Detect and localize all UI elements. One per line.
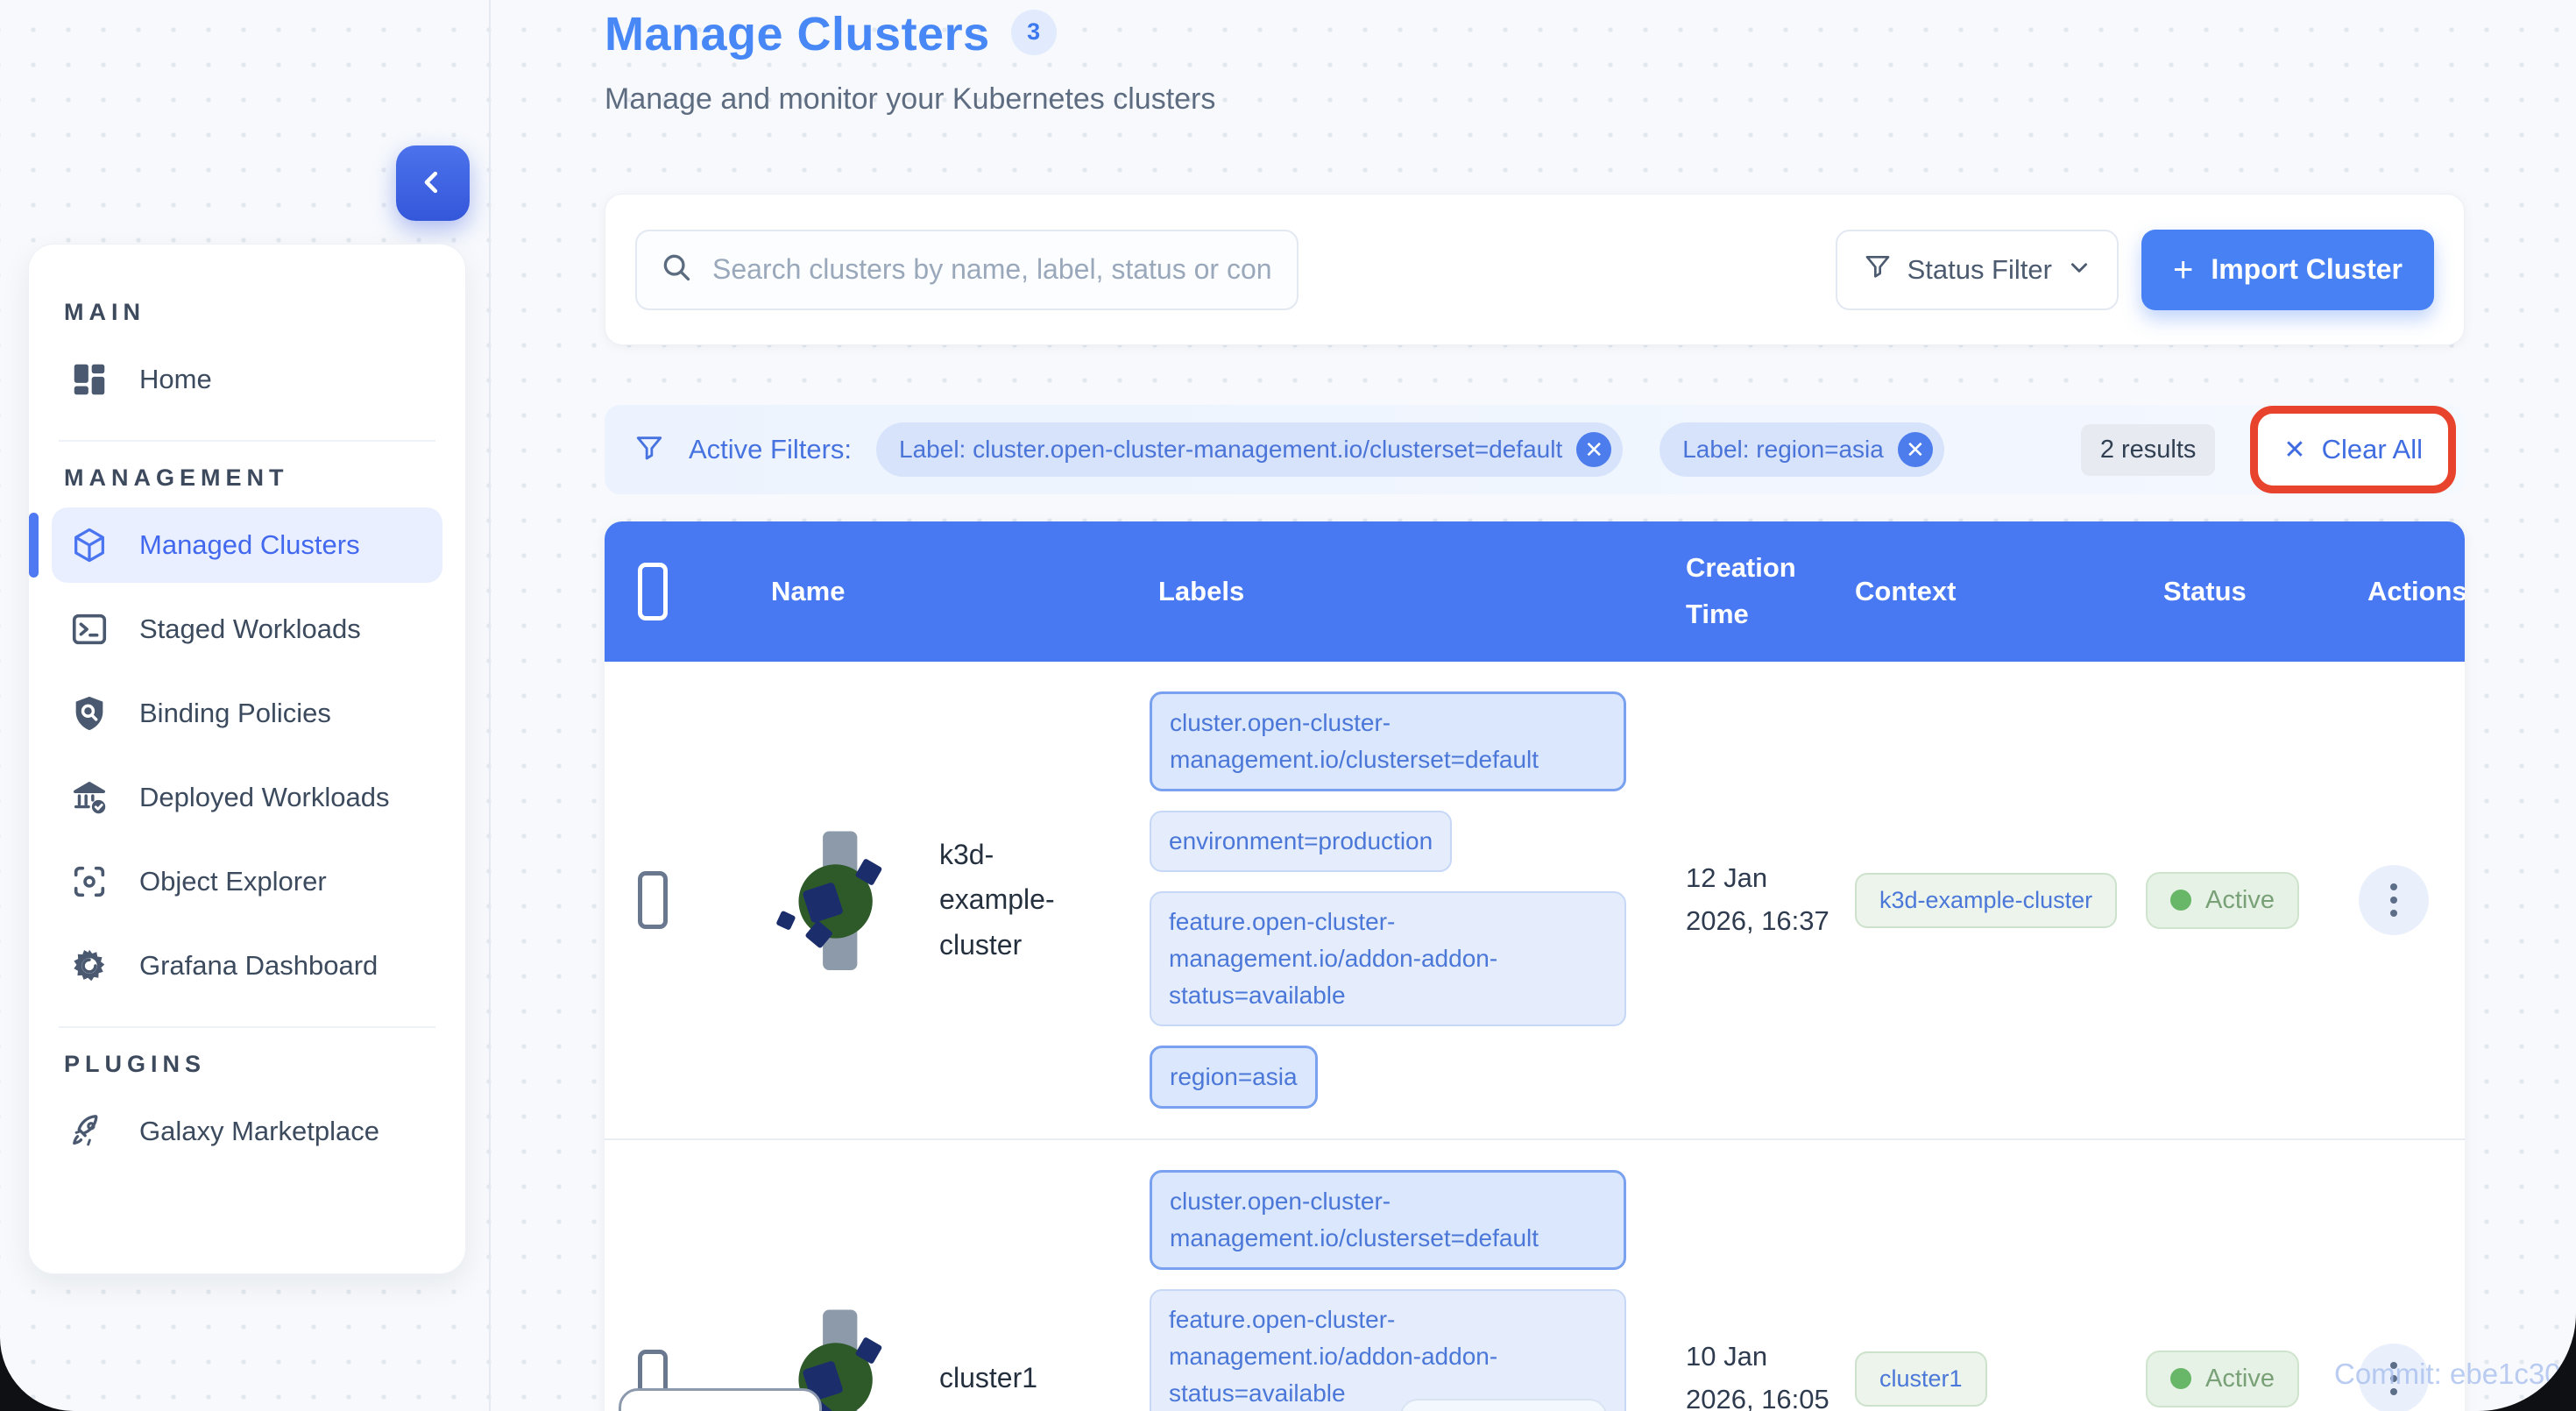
status-badge: Active <box>2146 1350 2299 1407</box>
cluster-count-badge: 3 <box>1010 9 1057 55</box>
sidebar-section-management: MANAGEMENT <box>64 464 289 491</box>
table-header-row: Name Labels Creation Time Context Status Acti… <box>605 521 2465 662</box>
labels-cell: cluster.open-cluster-management.io/clust… <box>1139 1140 1626 1411</box>
table-row-cluster1[interactable]: cluster1 cluster.open-cluster-management… <box>605 1138 2465 1411</box>
sidebar-item-label: Grafana Dashboard <box>139 950 379 981</box>
select-all-checkbox[interactable] <box>638 563 668 620</box>
active-filters-bar: Active Filters: Label: cluster.open-clus… <box>605 405 2465 494</box>
column-header-labels: Labels <box>1158 576 1245 606</box>
cluster-icon <box>769 830 909 970</box>
clear-all-filters-button[interactable]: ✕ Clear All <box>2262 418 2444 481</box>
label-chip: cluster.open-cluster-management.io/clust… <box>1150 691 1626 791</box>
row-checkbox[interactable] <box>638 871 668 929</box>
sidebar-item-staged-workloads[interactable]: Staged Workloads <box>52 592 442 667</box>
cutoff-button-right[interactable] <box>1400 1399 1607 1411</box>
label-chip: environment=production <box>1150 811 1453 872</box>
label-chip: region=asia <box>1150 1046 1318 1109</box>
funnel-icon <box>634 433 664 467</box>
sidebar-item-deployed-workloads[interactable]: Deployed Workloads <box>52 760 442 835</box>
page-title: Manage Clusters <box>605 8 990 60</box>
sidebar-collapse-button[interactable] <box>396 145 470 221</box>
sidebar-item-label: Galaxy Marketplace <box>139 1116 379 1146</box>
active-filter-chip: Label: cluster.open-cluster-management.i… <box>876 422 1624 477</box>
sidebar-item-label: Managed Clusters <box>139 529 360 560</box>
toolbar: Status Filter + Import Cluster <box>605 194 2465 345</box>
cube-icon <box>69 525 110 565</box>
sidebar-section-divider <box>59 1026 435 1028</box>
context-chip: k3d-example-cluster <box>1855 872 2118 928</box>
active-filter-chip: Label: region=asia ✕ <box>1660 422 1944 477</box>
sidebar-item-label: Binding Policies <box>139 698 331 728</box>
label-chip: cluster.open-cluster-management.io/clust… <box>1150 1170 1626 1270</box>
commit-hash-label: Commit: ebe1c30 <box>2334 1358 2561 1390</box>
table-row-k3d-example-cluster[interactable]: k3d-example-cluster cluster.open-cluster… <box>605 662 2465 1138</box>
remove-filter-icon[interactable]: ✕ <box>1897 432 1933 467</box>
search-input[interactable] <box>711 252 1274 287</box>
creation-time: 10 Jan 2026, 16:05 <box>1686 1341 1829 1411</box>
context-chip: cluster1 <box>1855 1351 1987 1407</box>
row-actions-menu-button[interactable] <box>2359 865 2429 935</box>
main-content: Manage Clusters 3 Manage and monitor your… <box>605 0 2465 1411</box>
creation-time: 12 Jan 2026, 16:37 <box>1686 862 1829 936</box>
sidebar-item-object-explorer[interactable]: Object Explorer <box>52 844 442 919</box>
close-icon: ✕ <box>2283 435 2306 464</box>
sidebar-item-managed-clusters[interactable]: Managed Clusters <box>29 507 442 583</box>
funnel-icon <box>1864 252 1892 287</box>
sidebar-item-label: Home <box>139 364 212 394</box>
terminal-icon <box>69 609 110 649</box>
filter-chip-list: Label: cluster.open-cluster-management.i… <box>876 422 1944 477</box>
column-header-context: Context <box>1855 576 1957 606</box>
active-filters-label: Active Filters: <box>689 434 853 464</box>
sidebar-section-main: MAIN <box>64 299 145 325</box>
labels-cell: cluster.open-cluster-management.io/clust… <box>1139 662 1626 1138</box>
sidebar-section-divider <box>59 440 435 442</box>
filter-chip-text: Label: cluster.open-cluster-management.i… <box>899 436 1563 463</box>
sidebar-section-plugins: PLUGINS <box>64 1051 207 1077</box>
sidebar-item-home[interactable]: Home <box>52 342 442 417</box>
grafana-icon <box>69 946 110 986</box>
results-count-badge: 2 results <box>2080 423 2216 476</box>
column-header-status: Status <box>2163 576 2247 606</box>
search-icon <box>660 251 693 288</box>
column-header-actions: Actions <box>2367 576 2465 606</box>
status-badge: Active <box>2146 871 2299 929</box>
toolbar-actions: Status Filter + Import Cluster <box>1835 229 2434 310</box>
label-chip: feature.open-cluster-management.io/addon… <box>1150 891 1626 1026</box>
column-header-creation-time: Creation Time <box>1686 552 1796 629</box>
annotation-highlight-box: ✕ Clear All <box>2250 406 2456 493</box>
status-dot-icon <box>2170 1368 2191 1389</box>
table-body: k3d-example-cluster cluster.open-cluster… <box>605 662 2465 1411</box>
home-icon <box>69 359 110 400</box>
sidebar-item-label: Deployed Workloads <box>139 782 390 812</box>
shield-search-icon <box>69 693 110 734</box>
chevron-down-icon <box>2068 254 2091 286</box>
import-cluster-button[interactable]: + Import Cluster <box>2141 229 2434 310</box>
sidebar-item-binding-policies[interactable]: Binding Policies <box>52 676 442 751</box>
page-header: Manage Clusters 3 Manage and monitor your… <box>605 7 1215 117</box>
sidebar-divider-line <box>489 0 491 1411</box>
page-subtitle: Manage and monitor your Kubernetes clust… <box>605 82 1216 116</box>
bank-check-icon <box>69 777 110 818</box>
search-box[interactable] <box>635 229 1299 310</box>
cutoff-button-left[interactable] <box>619 1388 822 1411</box>
label-chip: feature.open-cluster-management.io/addon… <box>1150 1289 1626 1411</box>
chevron-left-icon <box>418 167 448 200</box>
sidebar-item-galaxy-marketplace[interactable]: Galaxy Marketplace <box>52 1094 442 1169</box>
remove-filter-icon[interactable]: ✕ <box>1576 432 1612 467</box>
column-header-name: Name <box>771 576 846 606</box>
rocket-icon <box>69 1111 110 1152</box>
filter-chip-text: Label: region=asia <box>1682 436 1884 463</box>
status-filter-button[interactable]: Status Filter <box>1835 229 2119 310</box>
sidebar-item-label: Staged Workloads <box>139 613 361 644</box>
cluster-name: cluster1 <box>939 1362 1038 1394</box>
row-actions-menu-button[interactable] <box>2359 1344 2429 1411</box>
cluster-name: k3d-example-cluster <box>939 839 1055 961</box>
scan-icon <box>69 861 110 902</box>
status-dot-icon <box>2170 890 2191 911</box>
sidebar-item-grafana-dashboard[interactable]: Grafana Dashboard <box>52 928 442 1003</box>
sidebar-item-label: Object Explorer <box>139 866 327 897</box>
